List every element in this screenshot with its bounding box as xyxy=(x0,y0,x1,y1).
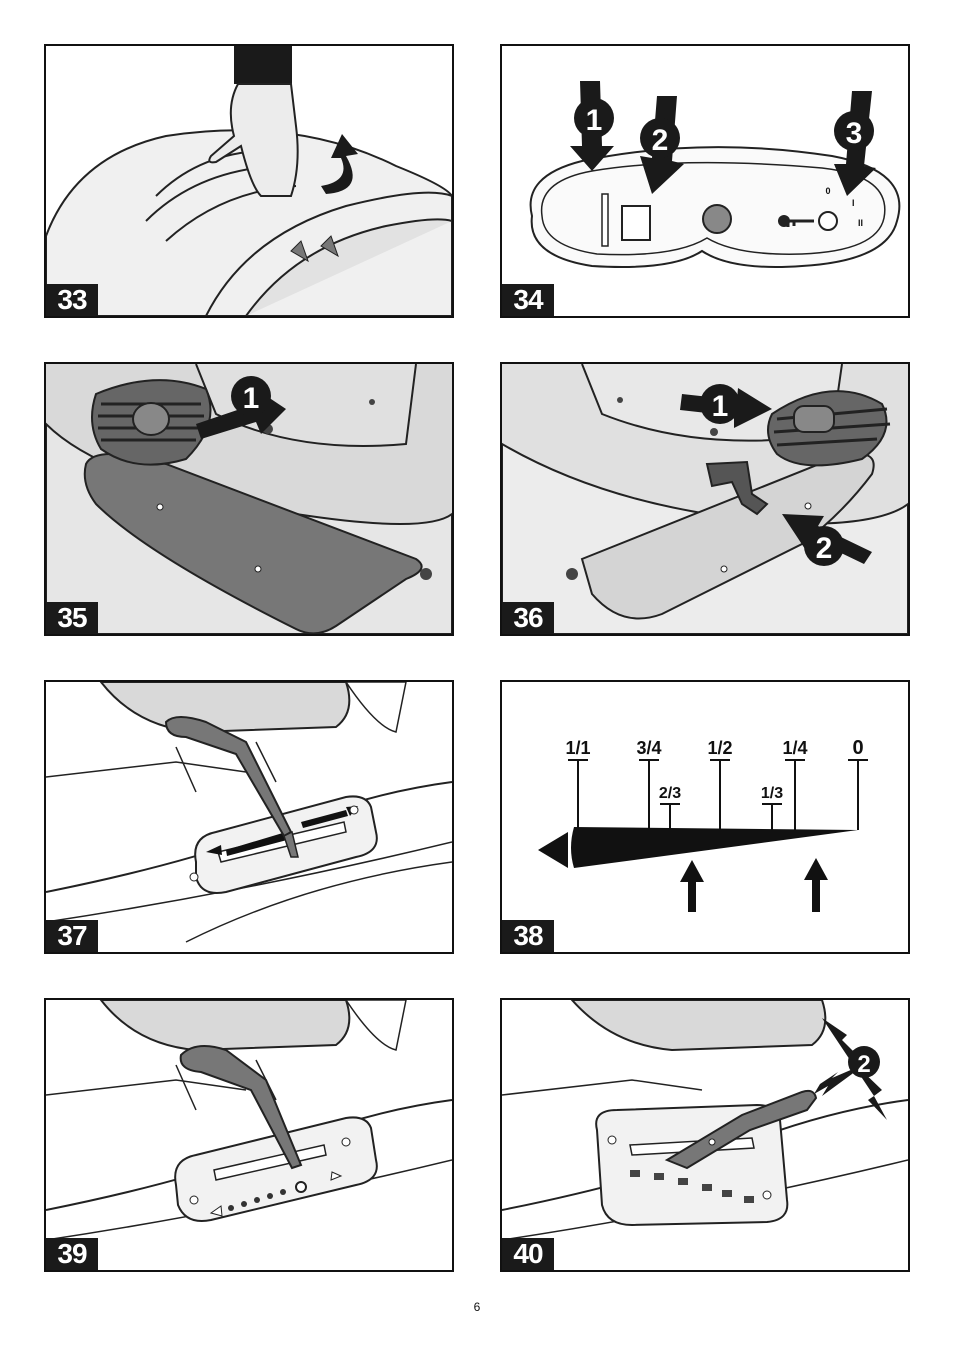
scale-mark-3-4: 3/4 xyxy=(636,738,661,758)
figure-38: 1/1 3/4 2/3 1/2 1/3 1/4 0 38 xyxy=(500,680,910,954)
figure-39: 39 xyxy=(44,998,454,1272)
callout-2: 2 xyxy=(857,1051,870,1078)
figure-label: 37 xyxy=(46,920,98,952)
shift-gate xyxy=(174,1116,378,1222)
page-number: 6 xyxy=(473,1300,481,1314)
scale-mark-0: 0 xyxy=(852,737,863,759)
callout-2: 2 xyxy=(816,532,833,565)
figure-35: 1 35 xyxy=(44,362,454,636)
switch-mark-2: II xyxy=(858,218,863,228)
figure-37-illustration xyxy=(46,682,452,943)
parking-brake-lever-icon xyxy=(664,1089,818,1170)
figure-39-illustration xyxy=(46,1000,452,1241)
figure-label: 33 xyxy=(46,284,98,316)
figure-36: 1 2 36 xyxy=(500,362,910,636)
figure-36-illustration: 1 2 xyxy=(502,364,908,634)
arrow-2-icon xyxy=(814,1066,860,1096)
figure-34: 0 I II 1 2 3 34 xyxy=(500,44,910,318)
figure-label: 35 xyxy=(46,602,98,634)
figure-label: 38 xyxy=(502,920,554,952)
throttle-wedge xyxy=(571,827,858,868)
scale-mark-1-1: 1/1 xyxy=(565,738,590,758)
figure-35-illustration: 1 xyxy=(46,364,452,634)
choke-switch-icon xyxy=(621,205,651,241)
up-arrow-icon xyxy=(804,858,828,912)
scale-mark-1-4: 1/4 xyxy=(782,738,807,758)
callout-2: 2 xyxy=(652,124,669,157)
figure-label: 39 xyxy=(46,1238,98,1270)
throttle-slot-icon xyxy=(601,193,609,247)
figure-37: 37 xyxy=(44,680,454,954)
figure-label: 36 xyxy=(502,602,554,634)
scale-mark-2-3: 2/3 xyxy=(659,785,681,802)
parking-lever-icon xyxy=(705,460,769,516)
switch-mark-0: 0 xyxy=(825,186,830,196)
hand-icon xyxy=(208,83,299,197)
figure-label: 34 xyxy=(502,284,554,316)
switch-mark-1: I xyxy=(852,198,855,208)
indicator-lamp-icon xyxy=(702,204,732,234)
scale-mark-1-3: 1/3 xyxy=(761,785,783,802)
left-arrow-icon xyxy=(538,832,568,868)
up-arrow-icon xyxy=(680,860,704,912)
callout-1: 1 xyxy=(712,390,729,423)
callout-3: 3 xyxy=(846,117,863,150)
figure-33: 33 xyxy=(44,44,454,318)
figure-34-illustration: 0 I II 1 2 3 xyxy=(529,81,901,268)
figure-label: 40 xyxy=(502,1238,554,1270)
figure-33-illustration xyxy=(46,46,452,316)
figure-38-illustration: 1/1 3/4 2/3 1/2 1/3 1/4 0 xyxy=(538,737,868,912)
callout-1: 1 xyxy=(586,104,603,137)
ignition-switch-icon xyxy=(818,211,838,231)
callout-1: 1 xyxy=(243,382,260,415)
figure-40: 2 40 xyxy=(500,998,910,1272)
scale-mark-1-2: 1/2 xyxy=(707,738,732,758)
curved-arrow-icon xyxy=(321,134,358,194)
gear-lever-icon xyxy=(179,1045,303,1170)
figure-40-illustration: 2 xyxy=(502,1000,908,1241)
curved-arrow-icon xyxy=(822,1018,887,1120)
sleeve xyxy=(234,46,292,84)
